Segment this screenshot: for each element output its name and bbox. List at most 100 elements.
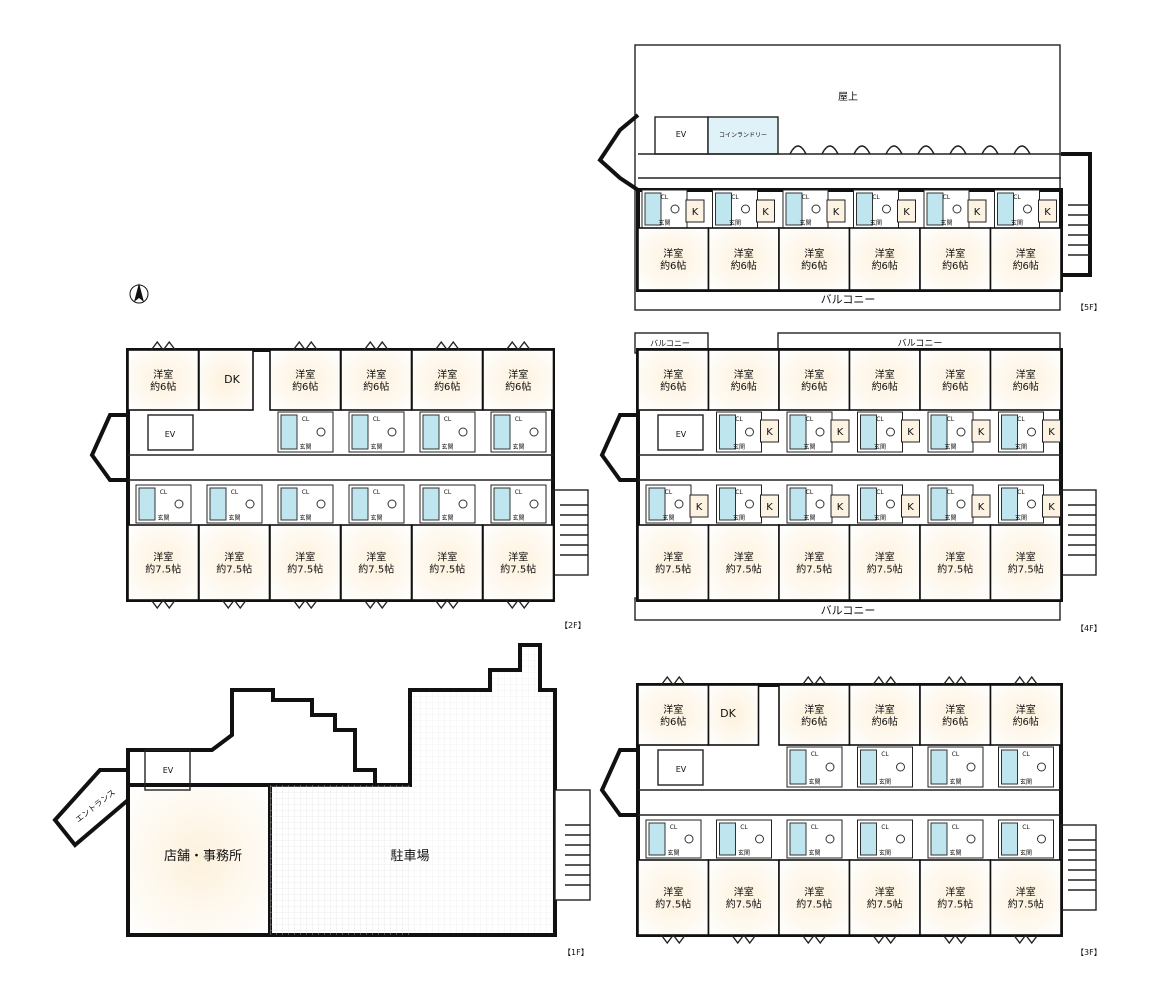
room-type-label: 洋室 xyxy=(366,551,386,564)
rooms-5f: 玄関CLK洋室約6帖玄関CLK洋室約6帖玄関CLK洋室約6帖玄関CLK洋室約6帖… xyxy=(637,145,1062,291)
room-type-label: 洋室 xyxy=(734,886,754,899)
toilet-icon xyxy=(956,427,966,437)
room-size-label: 約6帖 xyxy=(801,715,827,728)
kitchen-block: K xyxy=(826,199,846,223)
kitchen-block: K xyxy=(830,494,850,518)
bathtub-icon xyxy=(351,414,369,450)
bathtub-icon xyxy=(1001,749,1018,785)
room-size-label: 約6帖 xyxy=(505,380,531,393)
floor-tag-1f: 【1F】 xyxy=(563,948,589,957)
room-size-label: 約7.5帖 xyxy=(429,563,465,576)
toilet-icon xyxy=(956,499,966,509)
closet-label: CL xyxy=(740,824,748,831)
room-type-label: 洋室 xyxy=(875,886,895,899)
room-type-label: 洋室 xyxy=(804,368,824,381)
room-size-label: 約7.5帖 xyxy=(1008,563,1044,576)
room-type-label: 洋室 xyxy=(663,551,683,564)
rooms-4f-top: 洋室約6帖洋室約6帖玄関CLK洋室約6帖玄関CLK洋室約6帖玄関CLK洋室約6帖… xyxy=(637,349,1062,453)
kitchen-label: K xyxy=(833,207,840,218)
window-icon xyxy=(221,598,247,610)
room-type-label: 洋室 xyxy=(875,368,895,381)
toilet-icon xyxy=(952,204,962,214)
room-size-label: 約7.5帖 xyxy=(937,563,973,576)
closet-label: CL xyxy=(665,489,673,496)
room-size-label: 約7.5帖 xyxy=(867,563,903,576)
bathtub-icon xyxy=(860,749,877,785)
closet-label: CL xyxy=(1017,489,1025,496)
door-swing-icon xyxy=(949,145,967,155)
toilet-icon xyxy=(458,427,468,437)
toilet-icon xyxy=(245,499,255,509)
toilet-icon xyxy=(825,762,835,772)
closet-label: CL xyxy=(881,824,889,831)
kitchen-block: K xyxy=(760,494,779,518)
window-icon xyxy=(505,598,531,610)
room-type-label: 洋室 xyxy=(1016,551,1036,564)
bathtub-icon xyxy=(644,192,662,226)
window-icon xyxy=(872,933,898,945)
toilet-icon xyxy=(316,427,326,437)
toilet-icon xyxy=(458,499,468,509)
window-icon xyxy=(660,933,686,945)
kitchen-block: K xyxy=(830,419,850,443)
room-type-label: 洋室 xyxy=(945,886,965,899)
kitchen-label: K xyxy=(907,427,914,438)
entry-label: 玄関 xyxy=(299,514,311,522)
dk-room xyxy=(707,684,760,746)
kitchen-label: K xyxy=(1048,502,1055,513)
bathtub-icon xyxy=(926,192,944,226)
room-size-label: 約6帖 xyxy=(872,259,898,272)
rooms-2f-top: 洋室約6帖洋室約6帖洋室約6帖洋室約6帖洋室約6帖玄関CL玄関CL玄関CL玄関C… xyxy=(127,340,555,453)
entry-label: 玄関 xyxy=(512,514,524,522)
window-icon xyxy=(292,598,318,610)
entry-label: 玄関 xyxy=(370,514,382,522)
entry-label: 玄関 xyxy=(799,219,811,227)
room-type-label: 洋室 xyxy=(804,703,824,716)
entry-label: 玄関 xyxy=(879,778,891,786)
kitchen-block: K xyxy=(971,494,991,518)
closet-label: CL xyxy=(1022,751,1030,758)
closet-label: CL xyxy=(947,489,955,496)
window-icon xyxy=(801,933,827,945)
window-icon xyxy=(363,340,389,352)
room-type-label: 洋室 xyxy=(875,247,895,260)
window-icon xyxy=(292,340,318,352)
room-type-label: 洋室 xyxy=(295,368,315,381)
entry-label: 玄関 xyxy=(370,443,382,451)
room-type-label: 洋室 xyxy=(1016,703,1036,716)
room-size-label: 約7.5帖 xyxy=(358,563,394,576)
room-size-label: 約6帖 xyxy=(872,380,898,393)
kitchen-label: K xyxy=(696,502,703,513)
room-type-label: 洋室 xyxy=(734,247,754,260)
door-swing-icon xyxy=(1013,145,1031,155)
window-icon xyxy=(1013,675,1039,687)
room-type-label: 洋室 xyxy=(734,551,754,564)
door-swing-icon xyxy=(917,145,935,155)
room-size-label: 約7.5帖 xyxy=(937,898,973,911)
toilet-icon xyxy=(745,499,754,509)
closet-label: CL xyxy=(373,416,381,423)
entry-label: 玄関 xyxy=(228,514,240,522)
toilet-icon xyxy=(1037,834,1046,844)
room-size-label: 約7.5帖 xyxy=(145,563,181,576)
closet-label: CL xyxy=(952,824,960,831)
ev-label-5f: EV xyxy=(676,130,687,139)
bathtub-icon xyxy=(493,487,511,521)
room-type-label: 洋室 xyxy=(1016,886,1036,899)
room-type-label: 洋室 xyxy=(153,368,173,381)
